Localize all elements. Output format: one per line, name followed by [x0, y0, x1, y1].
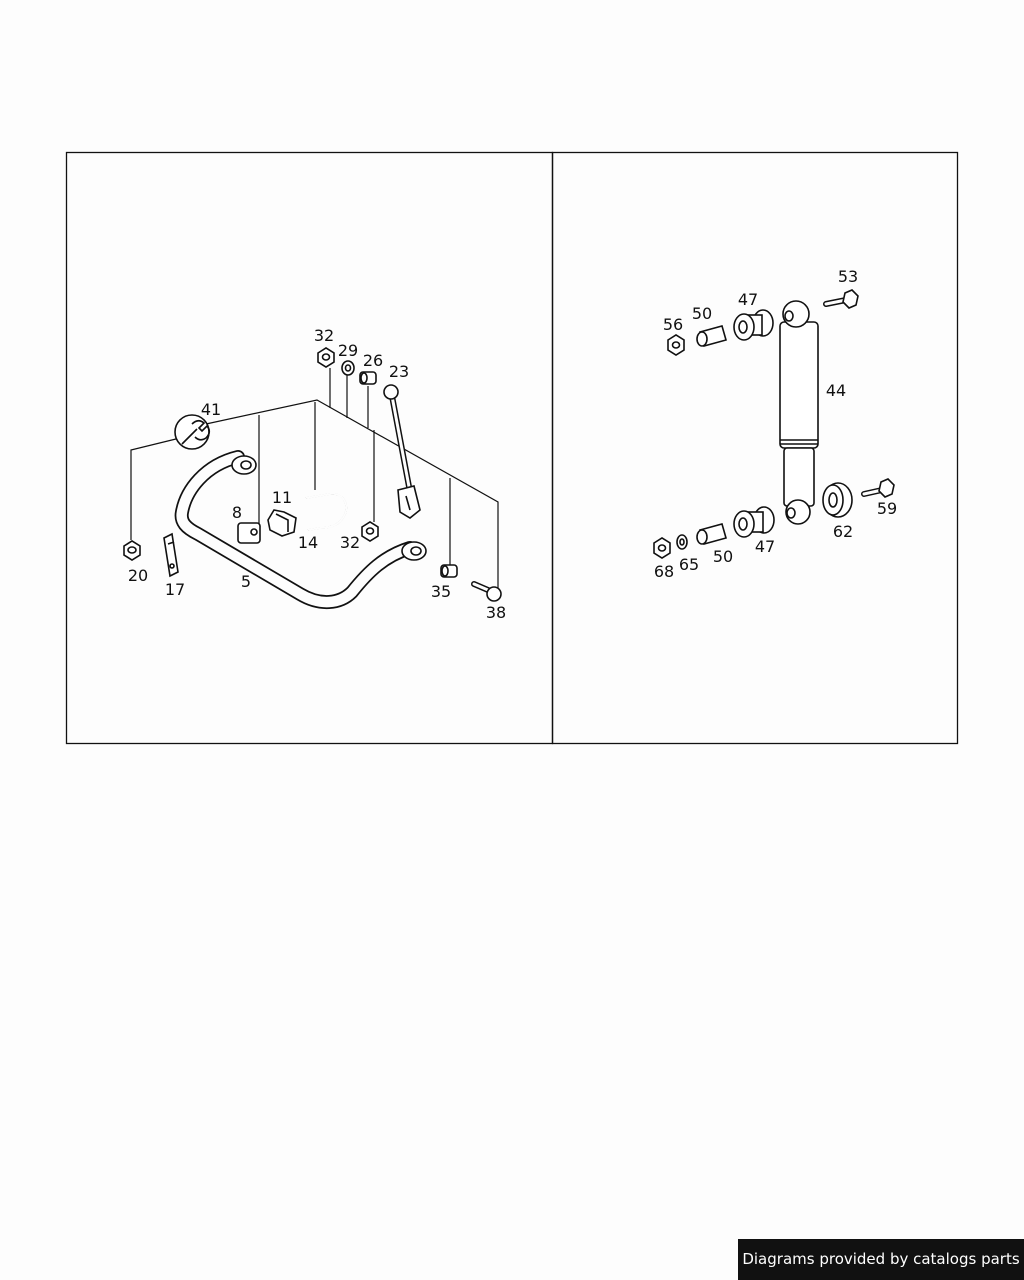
rubber-bushing-part-lower [440, 564, 458, 578]
callout-8: 8 [232, 503, 242, 522]
assembly-bracket-lines [130, 368, 499, 588]
rubber-bushing-upper [733, 309, 774, 341]
left-callouts: 41 32 29 26 23 8 11 14 32 20 17 5 35 38 [128, 326, 506, 622]
u-bolt-part [305, 492, 348, 531]
callout-47-lower: 47 [755, 537, 775, 556]
callout-44: 44 [826, 381, 846, 400]
callout-35: 35 [431, 582, 451, 601]
callout-32-top: 32 [314, 326, 334, 345]
callout-65: 65 [679, 555, 699, 574]
callout-11: 11 [272, 488, 292, 507]
callout-23: 23 [389, 362, 409, 381]
link-rod-part [383, 384, 421, 519]
washer-part [341, 360, 355, 376]
callout-32-lower: 32 [340, 533, 360, 552]
callout-26: 26 [363, 351, 383, 370]
callout-17: 17 [165, 580, 185, 599]
callout-53: 53 [838, 267, 858, 286]
washer-part-right [676, 534, 688, 550]
callout-41: 41 [201, 400, 221, 419]
bolt-part-upper [823, 289, 859, 309]
bracket-part [163, 532, 179, 578]
stabilizer-bar [174, 450, 427, 609]
callout-14: 14 [298, 533, 318, 552]
callout-56: 56 [663, 315, 683, 334]
nut-part-lower-right [653, 537, 671, 559]
callout-59: 59 [877, 499, 897, 518]
bolt-part-lower [861, 478, 895, 498]
callout-20: 20 [128, 566, 148, 585]
shock-absorber-part [779, 300, 819, 525]
nut-part-upper-right [667, 334, 685, 356]
nut-part-top [317, 347, 335, 368]
sleeve-part-lower [696, 523, 727, 545]
credit-banner: Diagrams provided by catalogs parts [738, 1239, 1024, 1280]
callout-5: 5 [241, 572, 251, 591]
callout-29: 29 [338, 341, 358, 360]
spacer-part [822, 482, 853, 518]
callout-68: 68 [654, 562, 674, 581]
callout-47-upper: 47 [738, 290, 758, 309]
nut-part-lower [361, 521, 379, 542]
wrench-tool-symbol [174, 414, 211, 450]
rubber-bushing-lower [733, 506, 775, 538]
rubber-bushing-part [359, 371, 377, 385]
callout-50-lower: 50 [713, 547, 733, 566]
sleeve-part-upper [696, 325, 727, 347]
right-callouts: 56 50 47 53 44 59 62 68 65 50 47 [654, 267, 897, 581]
bolt-part [471, 581, 502, 602]
right-panel [551, 151, 959, 745]
nut-part [123, 540, 141, 561]
callout-62: 62 [833, 522, 853, 541]
callout-50-upper: 50 [692, 304, 712, 323]
rubber-mount-part [237, 522, 261, 544]
callout-38: 38 [486, 603, 506, 622]
clamp-part [267, 509, 297, 537]
